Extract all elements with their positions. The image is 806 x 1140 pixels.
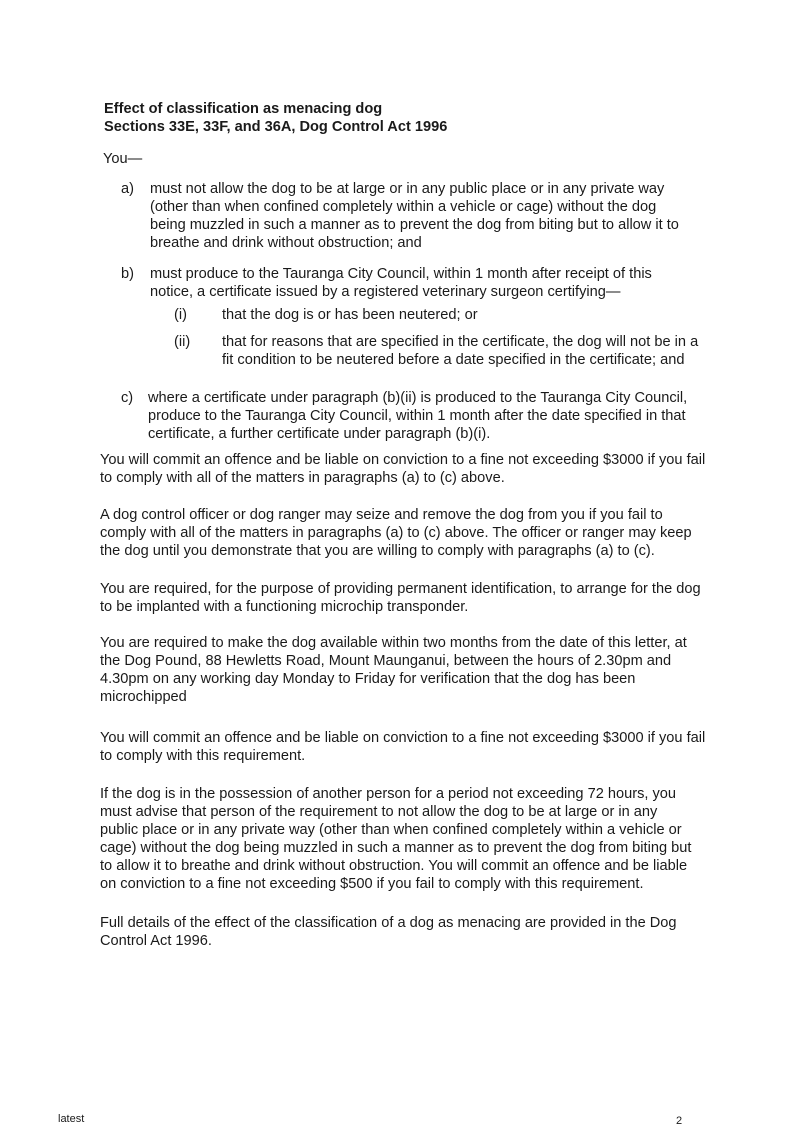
heading-title: Effect of classification as menacing dog (104, 101, 383, 117)
paragraph-offence-fine: You will commit an offence and be liable… (100, 452, 706, 486)
paragraph-seize-dog: A dog control officer or dog ranger may … (100, 507, 692, 559)
footer-label: latest (58, 1113, 85, 1125)
heading-subtitle: Sections 33E, 33F, and 36A, Dog Control … (104, 119, 448, 135)
item-text: must not allow the dog to be at large or… (150, 181, 679, 251)
sub-item-text: that the dog is or has been neutered; or (222, 307, 478, 323)
item-label: b) (121, 266, 134, 282)
page-number: 2 (676, 1115, 683, 1127)
paragraph-offence-requirement: You will commit an offence and be liable… (100, 730, 706, 764)
paragraph-full-details: Full details of the effect of the classi… (100, 915, 677, 949)
item-text: where a certificate under paragraph (b)(… (148, 390, 688, 442)
sub-item-label: (ii) (174, 334, 191, 350)
item-label: c) (121, 390, 134, 406)
paragraph-dog-pound: You are required to make the dog availab… (100, 635, 687, 705)
intro-text: You— (103, 151, 143, 167)
sub-item-text: that for reasons that are specified in t… (222, 334, 699, 368)
paragraph-possession: If the dog is in the possession of anoth… (100, 786, 692, 892)
sub-item-label: (i) (174, 307, 187, 323)
document-heading: Effect of classification as menacing dog… (104, 100, 447, 136)
paragraph-microchip: You are required, for the purpose of pro… (100, 581, 701, 615)
item-label: a) (121, 181, 134, 197)
item-text: must produce to the Tauranga City Counci… (150, 266, 652, 300)
